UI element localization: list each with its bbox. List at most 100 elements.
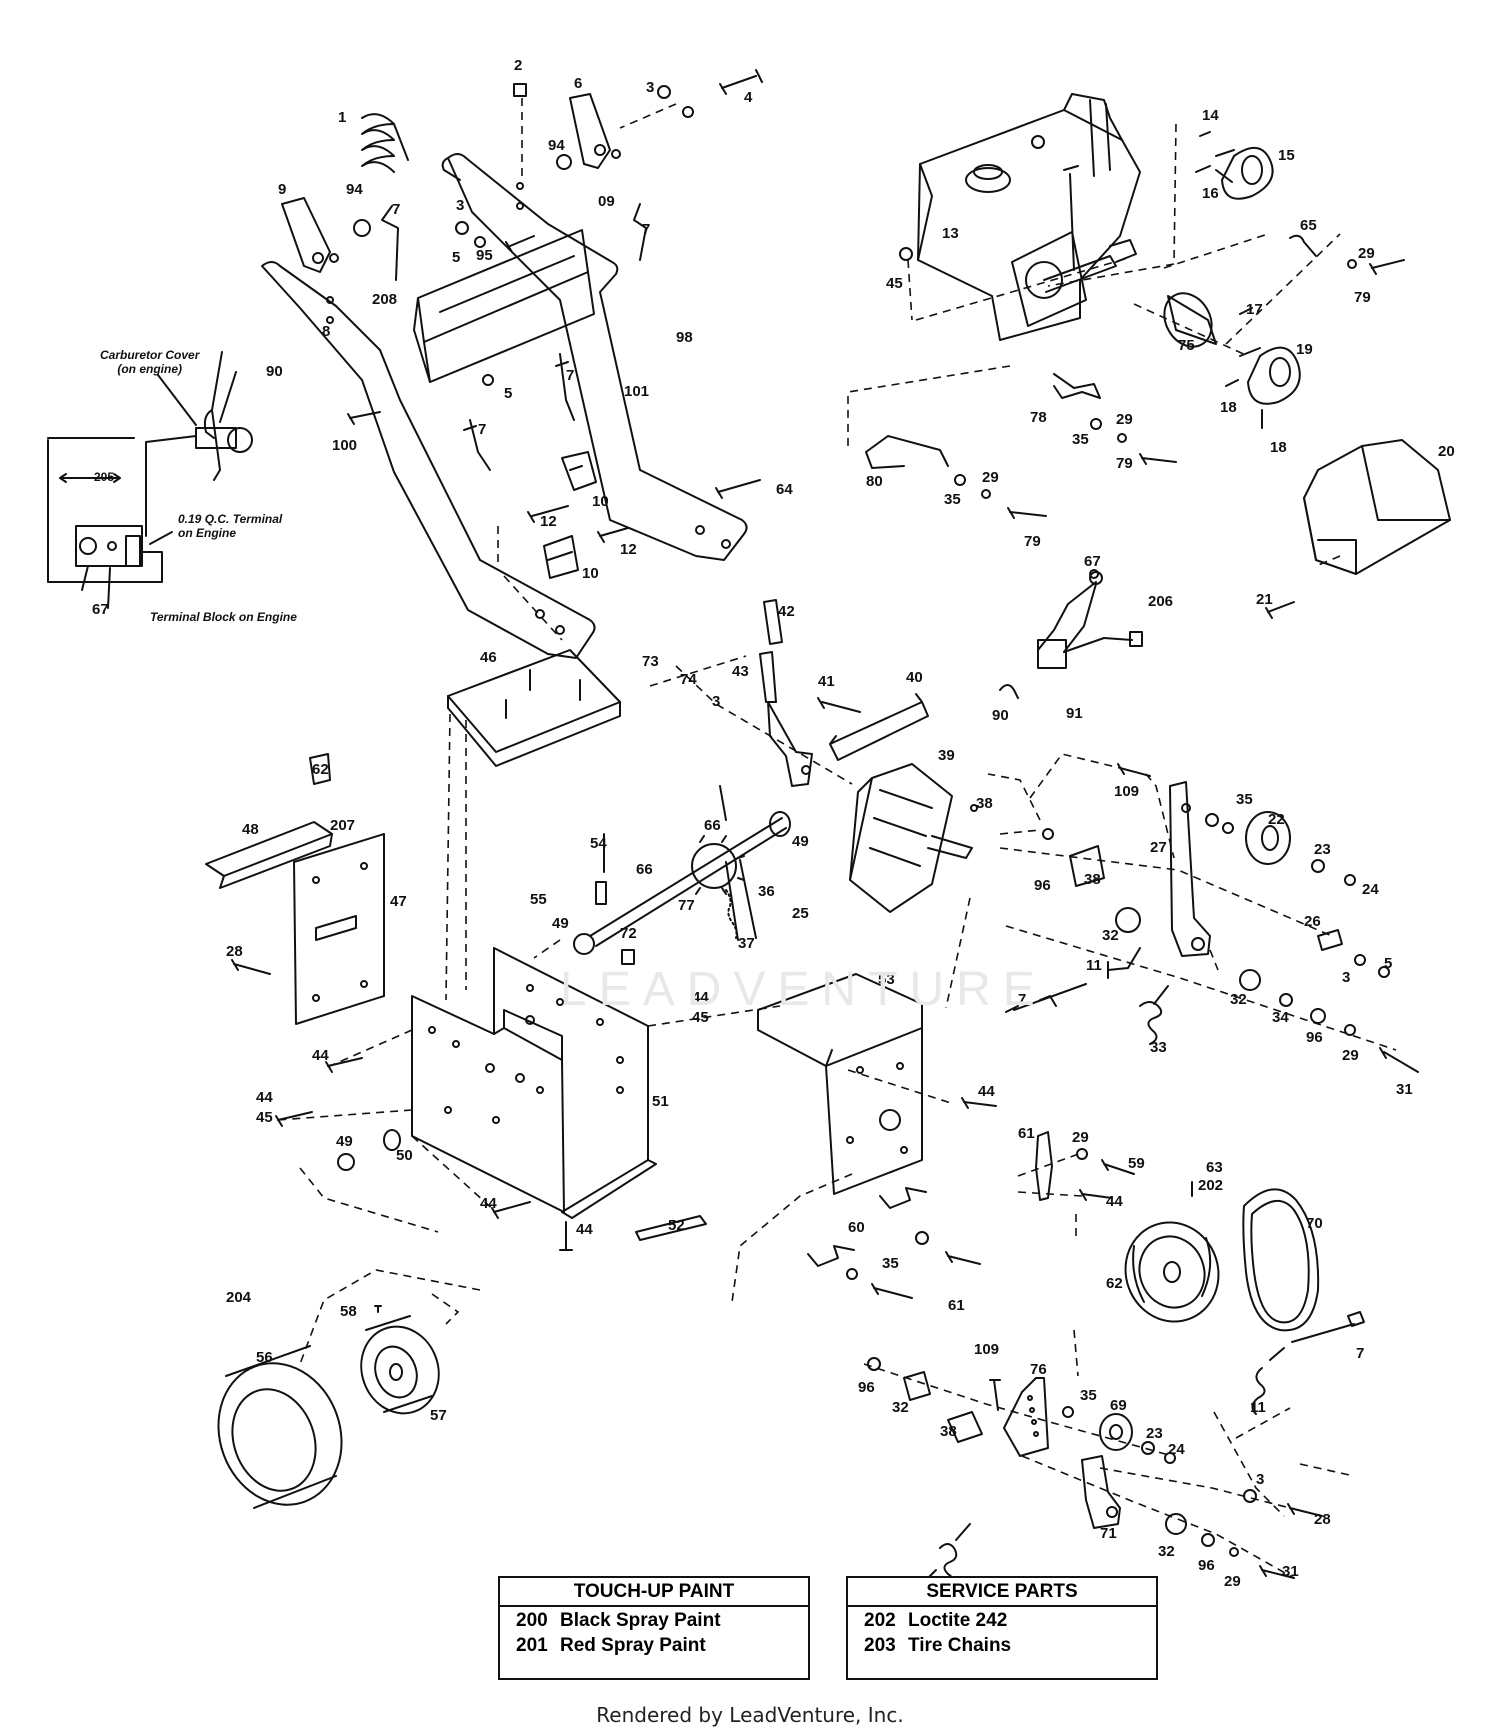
callout-96: 96 bbox=[1034, 877, 1051, 894]
callout-11: 11 bbox=[1086, 957, 1102, 974]
table-row: 200 Black Spray Paint bbox=[500, 1607, 808, 1632]
callout-40: 40 bbox=[906, 669, 923, 686]
callout-90: 90 bbox=[266, 363, 283, 380]
callout-26: 26 bbox=[1304, 913, 1321, 930]
callout-77: 77 bbox=[678, 897, 695, 914]
callout-45: 45 bbox=[256, 1109, 273, 1126]
callout-51: 51 bbox=[652, 1093, 669, 1110]
frame-51 bbox=[275, 947, 657, 1251]
callout-44: 44 bbox=[312, 1047, 329, 1064]
callout-7: 7 bbox=[642, 221, 651, 238]
callout-10: 10 bbox=[592, 493, 609, 510]
callout-24: 24 bbox=[1168, 1441, 1185, 1458]
idler-60 bbox=[807, 1187, 981, 1299]
callout-35: 35 bbox=[944, 491, 961, 508]
callout-71: 71 bbox=[1100, 1525, 1117, 1542]
callout-7: 7 bbox=[1018, 991, 1027, 1008]
callout-15: 15 bbox=[1278, 147, 1295, 164]
callout-72: 72 bbox=[620, 925, 637, 942]
callout-45: 45 bbox=[886, 275, 903, 292]
callout-56: 56 bbox=[256, 1349, 273, 1366]
service-parts-title: SERVICE PARTS bbox=[848, 1578, 1156, 1607]
callout-22: 22 bbox=[1268, 811, 1285, 828]
callout-61: 61 bbox=[1018, 1125, 1035, 1142]
callout-80: 80 bbox=[866, 473, 883, 490]
shift-lever bbox=[759, 599, 813, 787]
callout-29: 29 bbox=[1224, 1573, 1241, 1590]
grip-spring bbox=[361, 113, 409, 173]
belt-guard-20 bbox=[1303, 439, 1451, 575]
callout-12: 12 bbox=[540, 513, 557, 530]
callout-20: 20 bbox=[1438, 443, 1455, 460]
callout-79: 79 bbox=[1354, 289, 1371, 306]
upper-handle bbox=[441, 153, 748, 561]
brackets-10 bbox=[527, 451, 761, 579]
callout-23: 23 bbox=[1314, 841, 1331, 858]
callout-18: 18 bbox=[1220, 399, 1237, 416]
callout-54: 54 bbox=[590, 835, 607, 852]
callout-79: 79 bbox=[1116, 455, 1133, 472]
callout-100: 100 bbox=[332, 437, 358, 454]
callout-96: 96 bbox=[858, 1379, 875, 1396]
callout-109: 109 bbox=[974, 1341, 1000, 1358]
callout-57: 57 bbox=[430, 1407, 447, 1424]
callout-6: 6 bbox=[574, 75, 583, 92]
callout-207: 207 bbox=[330, 817, 356, 834]
switch-harness-206 bbox=[999, 569, 1295, 699]
callout-7: 7 bbox=[1356, 1345, 1365, 1362]
engine-pulleys bbox=[899, 131, 1405, 429]
control-panel bbox=[413, 229, 595, 383]
bar-52 bbox=[635, 1215, 707, 1241]
callout-25: 25 bbox=[792, 905, 809, 922]
callout-7: 7 bbox=[566, 367, 575, 384]
callout-29: 29 bbox=[1116, 411, 1133, 428]
callout-96: 96 bbox=[1198, 1557, 1215, 1574]
callout-32: 32 bbox=[1158, 1543, 1175, 1560]
callout-36: 36 bbox=[758, 883, 775, 900]
wheel-assembly bbox=[217, 1305, 440, 1509]
callout-19: 19 bbox=[1296, 341, 1313, 358]
callout-76: 76 bbox=[1030, 1361, 1047, 1378]
callout-42: 42 bbox=[778, 603, 795, 620]
callout-32: 32 bbox=[1102, 927, 1119, 944]
callout-67: 67 bbox=[1084, 553, 1101, 570]
callout-37: 37 bbox=[738, 935, 755, 952]
bracket-40 bbox=[817, 693, 929, 761]
callout-73: 73 bbox=[642, 653, 659, 670]
callout-12: 12 bbox=[620, 541, 637, 558]
callout-10: 10 bbox=[582, 565, 599, 582]
callout-63: 63 bbox=[1206, 1159, 1223, 1176]
part-number: 200 bbox=[516, 1610, 548, 1631]
callout-55: 55 bbox=[530, 891, 547, 908]
part-description: Black Spray Paint bbox=[560, 1610, 721, 1631]
engine bbox=[917, 93, 1141, 341]
callout-109: 109 bbox=[1114, 783, 1140, 800]
idler-parts-bottom bbox=[867, 1311, 1365, 1589]
callout-49: 49 bbox=[552, 915, 569, 932]
plate-47 bbox=[231, 833, 385, 1025]
dimension-205: 205 bbox=[94, 470, 115, 484]
callout-91: 91 bbox=[1066, 705, 1083, 722]
callout-50: 50 bbox=[396, 1147, 413, 1164]
callout-44: 44 bbox=[480, 1195, 497, 1212]
callout-59: 59 bbox=[1128, 1155, 1145, 1172]
callout-79: 79 bbox=[1024, 533, 1041, 550]
callout-33: 33 bbox=[1150, 1039, 1167, 1056]
part-description: Tire Chains bbox=[908, 1635, 1012, 1656]
callout-35: 35 bbox=[882, 1255, 899, 1272]
lower-handle bbox=[261, 261, 596, 659]
bracket-76-71 bbox=[989, 1377, 1121, 1529]
callout-32: 32 bbox=[892, 1399, 909, 1416]
callout-4: 4 bbox=[744, 89, 753, 106]
callout-41: 41 bbox=[818, 673, 835, 690]
callout-23: 23 bbox=[1146, 1425, 1163, 1442]
part-number: 201 bbox=[516, 1635, 548, 1656]
callout-3: 3 bbox=[1256, 1471, 1265, 1488]
callout-34: 34 bbox=[1272, 1009, 1289, 1026]
wiring-inset bbox=[47, 351, 253, 609]
